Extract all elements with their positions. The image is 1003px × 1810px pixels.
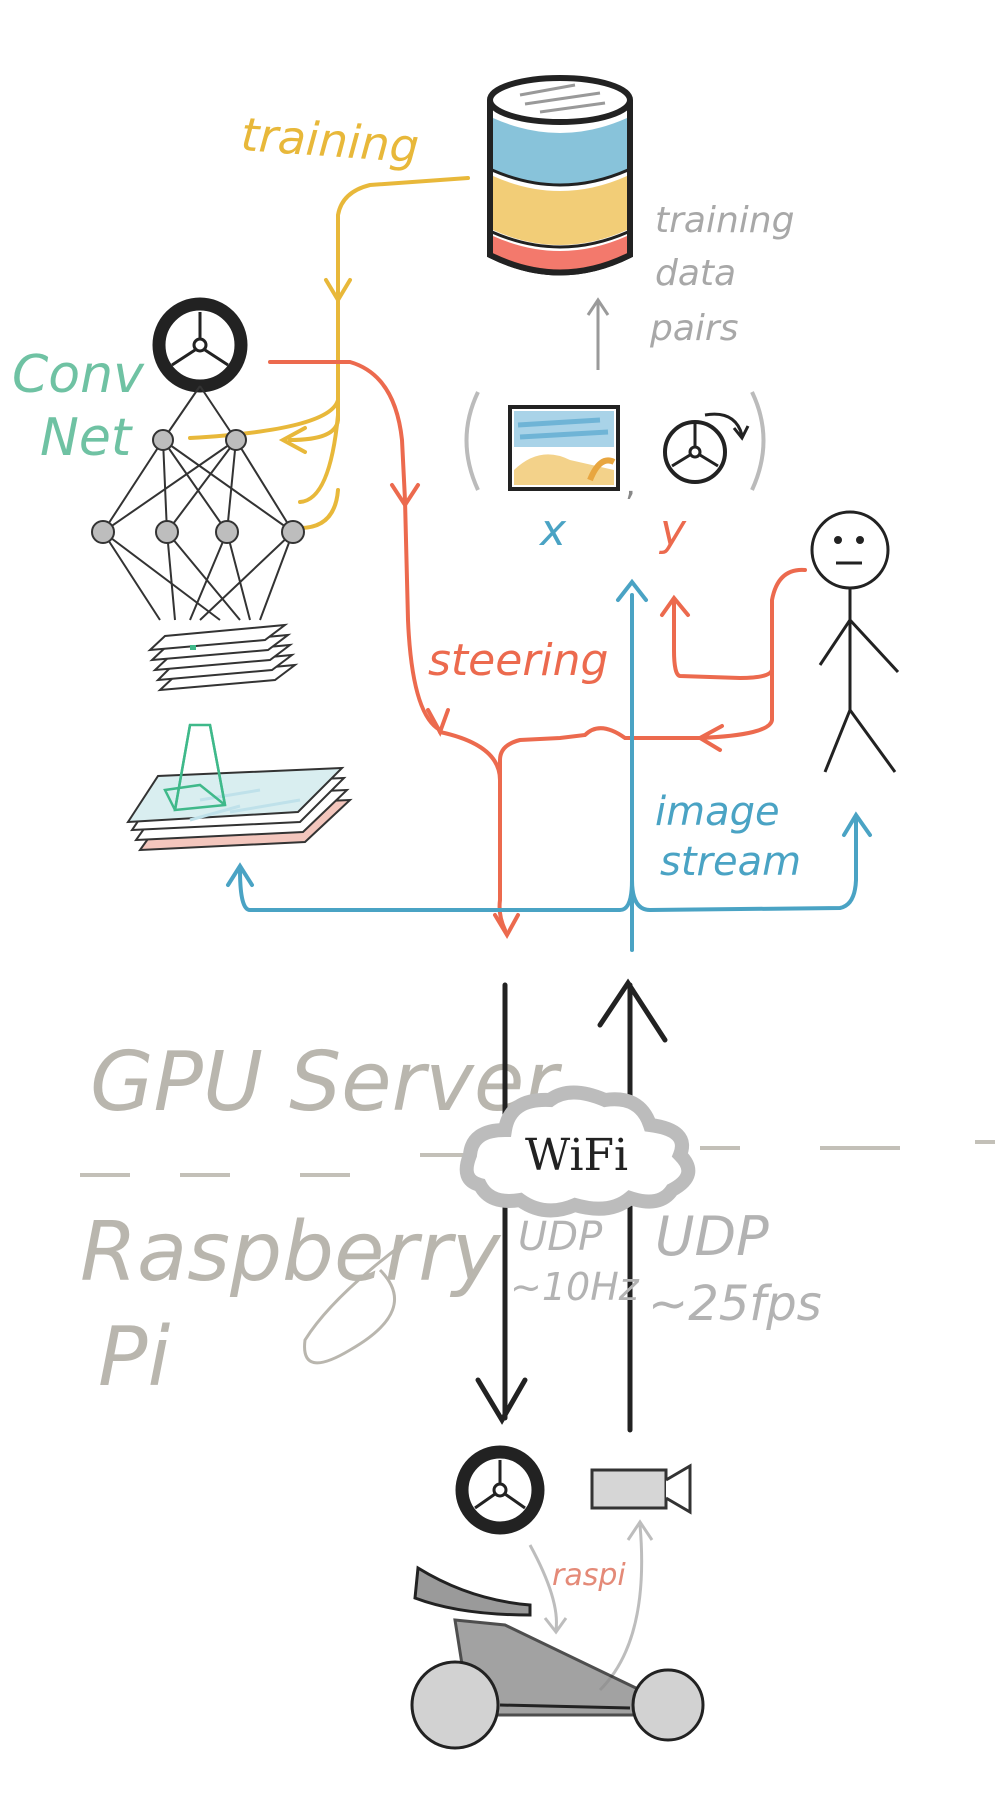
raspberry-y-tail	[303, 1248, 397, 1365]
image-stream-flow-arrows	[226, 578, 872, 952]
x-label: x	[538, 505, 567, 556]
steering-flow-arrows	[268, 360, 807, 940]
steering-label: steering	[428, 635, 608, 686]
convnet-steering-wheel-icon	[152, 297, 248, 393]
stream-label: stream	[660, 839, 801, 885]
pair-to-database-arrow	[586, 297, 610, 370]
image-label: image	[655, 789, 780, 835]
y-label: y	[658, 505, 687, 556]
gpu-server-label: GPU Server	[90, 1035, 562, 1130]
network-nodes	[91, 429, 305, 544]
raspi-label: raspi	[552, 1558, 626, 1593]
neural-network-icon	[102, 385, 294, 621]
training-label: training	[239, 107, 421, 173]
net-label: Net	[40, 408, 133, 468]
car-icon	[410, 1565, 705, 1750]
training-pair: , x y	[464, 391, 766, 556]
hz-label: ~10Hz	[510, 1265, 640, 1309]
fps-label: ~25fps	[648, 1276, 822, 1332]
udp-right-label: UDP	[655, 1205, 769, 1268]
conv-label: Conv	[12, 345, 145, 405]
udp-left-label: UDP	[518, 1214, 603, 1260]
camera-icon	[590, 1463, 692, 1515]
feature-maps-icon	[147, 623, 299, 692]
input-image-stack-icon	[126, 766, 353, 852]
training-data-pairs-label-1: training	[655, 200, 794, 241]
car-steering-wheel-icon	[455, 1445, 545, 1535]
convolution-pyramid	[163, 723, 227, 812]
image-frame-icon	[508, 405, 620, 491]
training-data-pairs-label-2: data	[655, 253, 736, 294]
wifi-label: WiFi	[525, 1130, 628, 1181]
comma: ,	[625, 464, 636, 504]
cloud-icon	[459, 1085, 696, 1218]
person-icon	[810, 510, 900, 773]
pi-label: Pi	[98, 1310, 170, 1405]
raspberry-label: Raspberry	[80, 1205, 502, 1300]
target-steering-wheel-icon	[663, 412, 750, 484]
training-data-pairs-label-3: pairs	[649, 308, 738, 349]
database-icon	[487, 75, 633, 276]
server-divider-dashes	[80, 1140, 995, 1177]
